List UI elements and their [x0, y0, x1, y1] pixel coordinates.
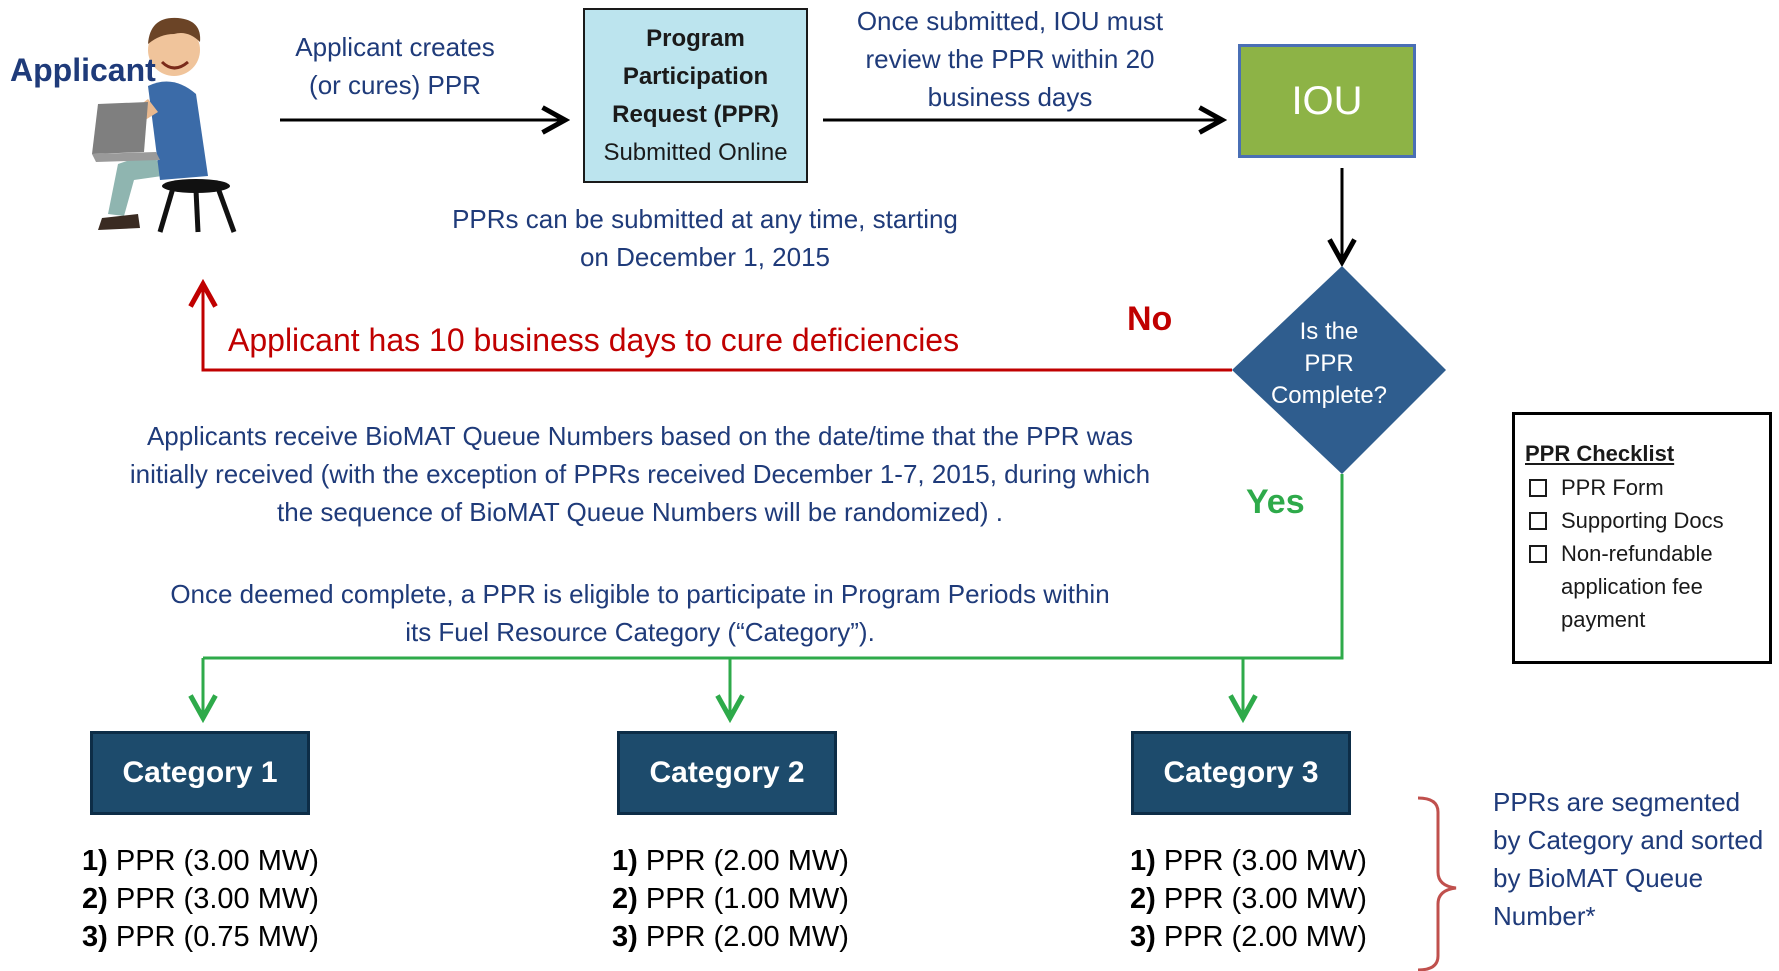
person-at-laptop-icon [92, 17, 237, 233]
checklist-item: Non-refundable application fee payment [1525, 537, 1759, 636]
ppr-checklist: PPR Checklist PPR Form Supporting Docs N… [1512, 412, 1772, 664]
arrow-no-back-to-applicant [203, 284, 1232, 372]
checkbox-icon [1529, 545, 1547, 563]
category-3-list: 1) PPR (3.00 MW) 2) PPR (3.00 MW) 3) PPR… [1130, 842, 1367, 956]
decision-line: Complete? [1270, 382, 1388, 409]
list-item-number: 1) [612, 845, 638, 877]
list-item-text: PPR (2.00 MW) [645, 845, 849, 877]
ppr-title-line: Program [646, 24, 745, 52]
list-item: 2) PPR (1.00 MW) [612, 880, 849, 918]
checkbox-icon [1529, 479, 1547, 497]
list-item: 2) PPR (3.00 MW) [1130, 880, 1367, 918]
decision-diamond [1232, 266, 1446, 474]
decision-line: Is the [1299, 318, 1359, 345]
list-item-text: PPR (2.00 MW) [645, 921, 849, 953]
decision-text: Is the PPR Complete? [1234, 316, 1424, 412]
connector-yes-down [203, 474, 1344, 660]
checklist-title: PPR Checklist [1525, 441, 1675, 466]
ppr-title-line: Request (PPR) [612, 100, 779, 128]
category-2-box: Category 2 [617, 731, 837, 815]
list-item: 1) PPR (3.00 MW) [82, 842, 319, 880]
checkbox-icon [1529, 512, 1547, 530]
category-1-list: 1) PPR (3.00 MW) 2) PPR (3.00 MW) 3) PPR… [82, 842, 319, 956]
cure-deficiencies-text: Applicant has 10 business days to cure d… [228, 322, 960, 358]
list-item: 3) PPR (2.00 MW) [1130, 918, 1367, 956]
list-item-number: 3) [1130, 921, 1156, 953]
checklist-item-label: Supporting Docs [1561, 508, 1724, 533]
list-item-text: PPR (1.00 MW) [645, 883, 849, 915]
timing-note: PPRs can be submitted at any time, start… [452, 204, 958, 272]
list-item-text: PPR (3.00 MW) [1163, 883, 1367, 915]
queue-note: Applicants receive BioMAT Queue Numbers … [129, 421, 1151, 527]
list-item-text: PPR (2.00 MW) [1163, 921, 1367, 953]
list-item: 3) PPR (0.75 MW) [82, 918, 319, 956]
checklist-item-label: PPR Form [1561, 475, 1664, 500]
complete-note: Once deemed complete, a PPR is eligible … [170, 579, 1110, 647]
category-1-box: Category 1 [90, 731, 310, 815]
checklist-item: Supporting Docs [1525, 504, 1759, 537]
yes-label: Yes [1246, 483, 1305, 521]
applicant-label: Applicant [10, 52, 156, 88]
segment-note: PPRs are segmented by Category and sorte… [1493, 787, 1764, 931]
checklist-item-label: Non-refundable application fee payment [1561, 541, 1713, 632]
checklist-item: PPR Form [1525, 471, 1759, 504]
bracket-icon [1417, 796, 1457, 971]
category-2-list: 1) PPR (2.00 MW) 2) PPR (1.00 MW) 3) PPR… [612, 842, 849, 956]
list-item-number: 3) [82, 921, 108, 953]
list-item-number: 2) [612, 883, 638, 915]
list-item-text: PPR (0.75 MW) [115, 921, 319, 953]
ppr-box-subtitle: Submitted Online [603, 138, 788, 166]
step-review-text: Once submitted, IOU must review the PPR … [856, 6, 1164, 112]
list-item-number: 1) [1130, 845, 1156, 877]
list-item: 2) PPR (3.00 MW) [82, 880, 319, 918]
list-item: 1) PPR (3.00 MW) [1130, 842, 1367, 880]
list-item: 3) PPR (2.00 MW) [612, 918, 849, 956]
list-item-number: 1) [82, 845, 108, 877]
list-item-number: 2) [1130, 883, 1156, 915]
list-item-text: PPR (3.00 MW) [115, 883, 319, 915]
category-3-box: Category 3 [1131, 731, 1351, 815]
iou-box: IOU [1238, 44, 1416, 158]
list-item-text: PPR (3.00 MW) [115, 845, 319, 877]
step-create-text: Applicant creates (or cures) PPR [295, 32, 495, 100]
list-item-number: 2) [82, 883, 108, 915]
decision-line: PPR [1304, 350, 1354, 377]
list-item: 1) PPR (2.00 MW) [612, 842, 849, 880]
ppr-box: Program Participation Request (PPR) Subm… [583, 8, 808, 183]
ppr-box-title: Program Participation Request (PPR) [612, 20, 779, 134]
list-item-number: 3) [612, 921, 638, 953]
no-label: No [1127, 300, 1173, 338]
ppr-title-line: Participation [622, 62, 769, 90]
list-item-text: PPR (3.00 MW) [1163, 845, 1367, 877]
